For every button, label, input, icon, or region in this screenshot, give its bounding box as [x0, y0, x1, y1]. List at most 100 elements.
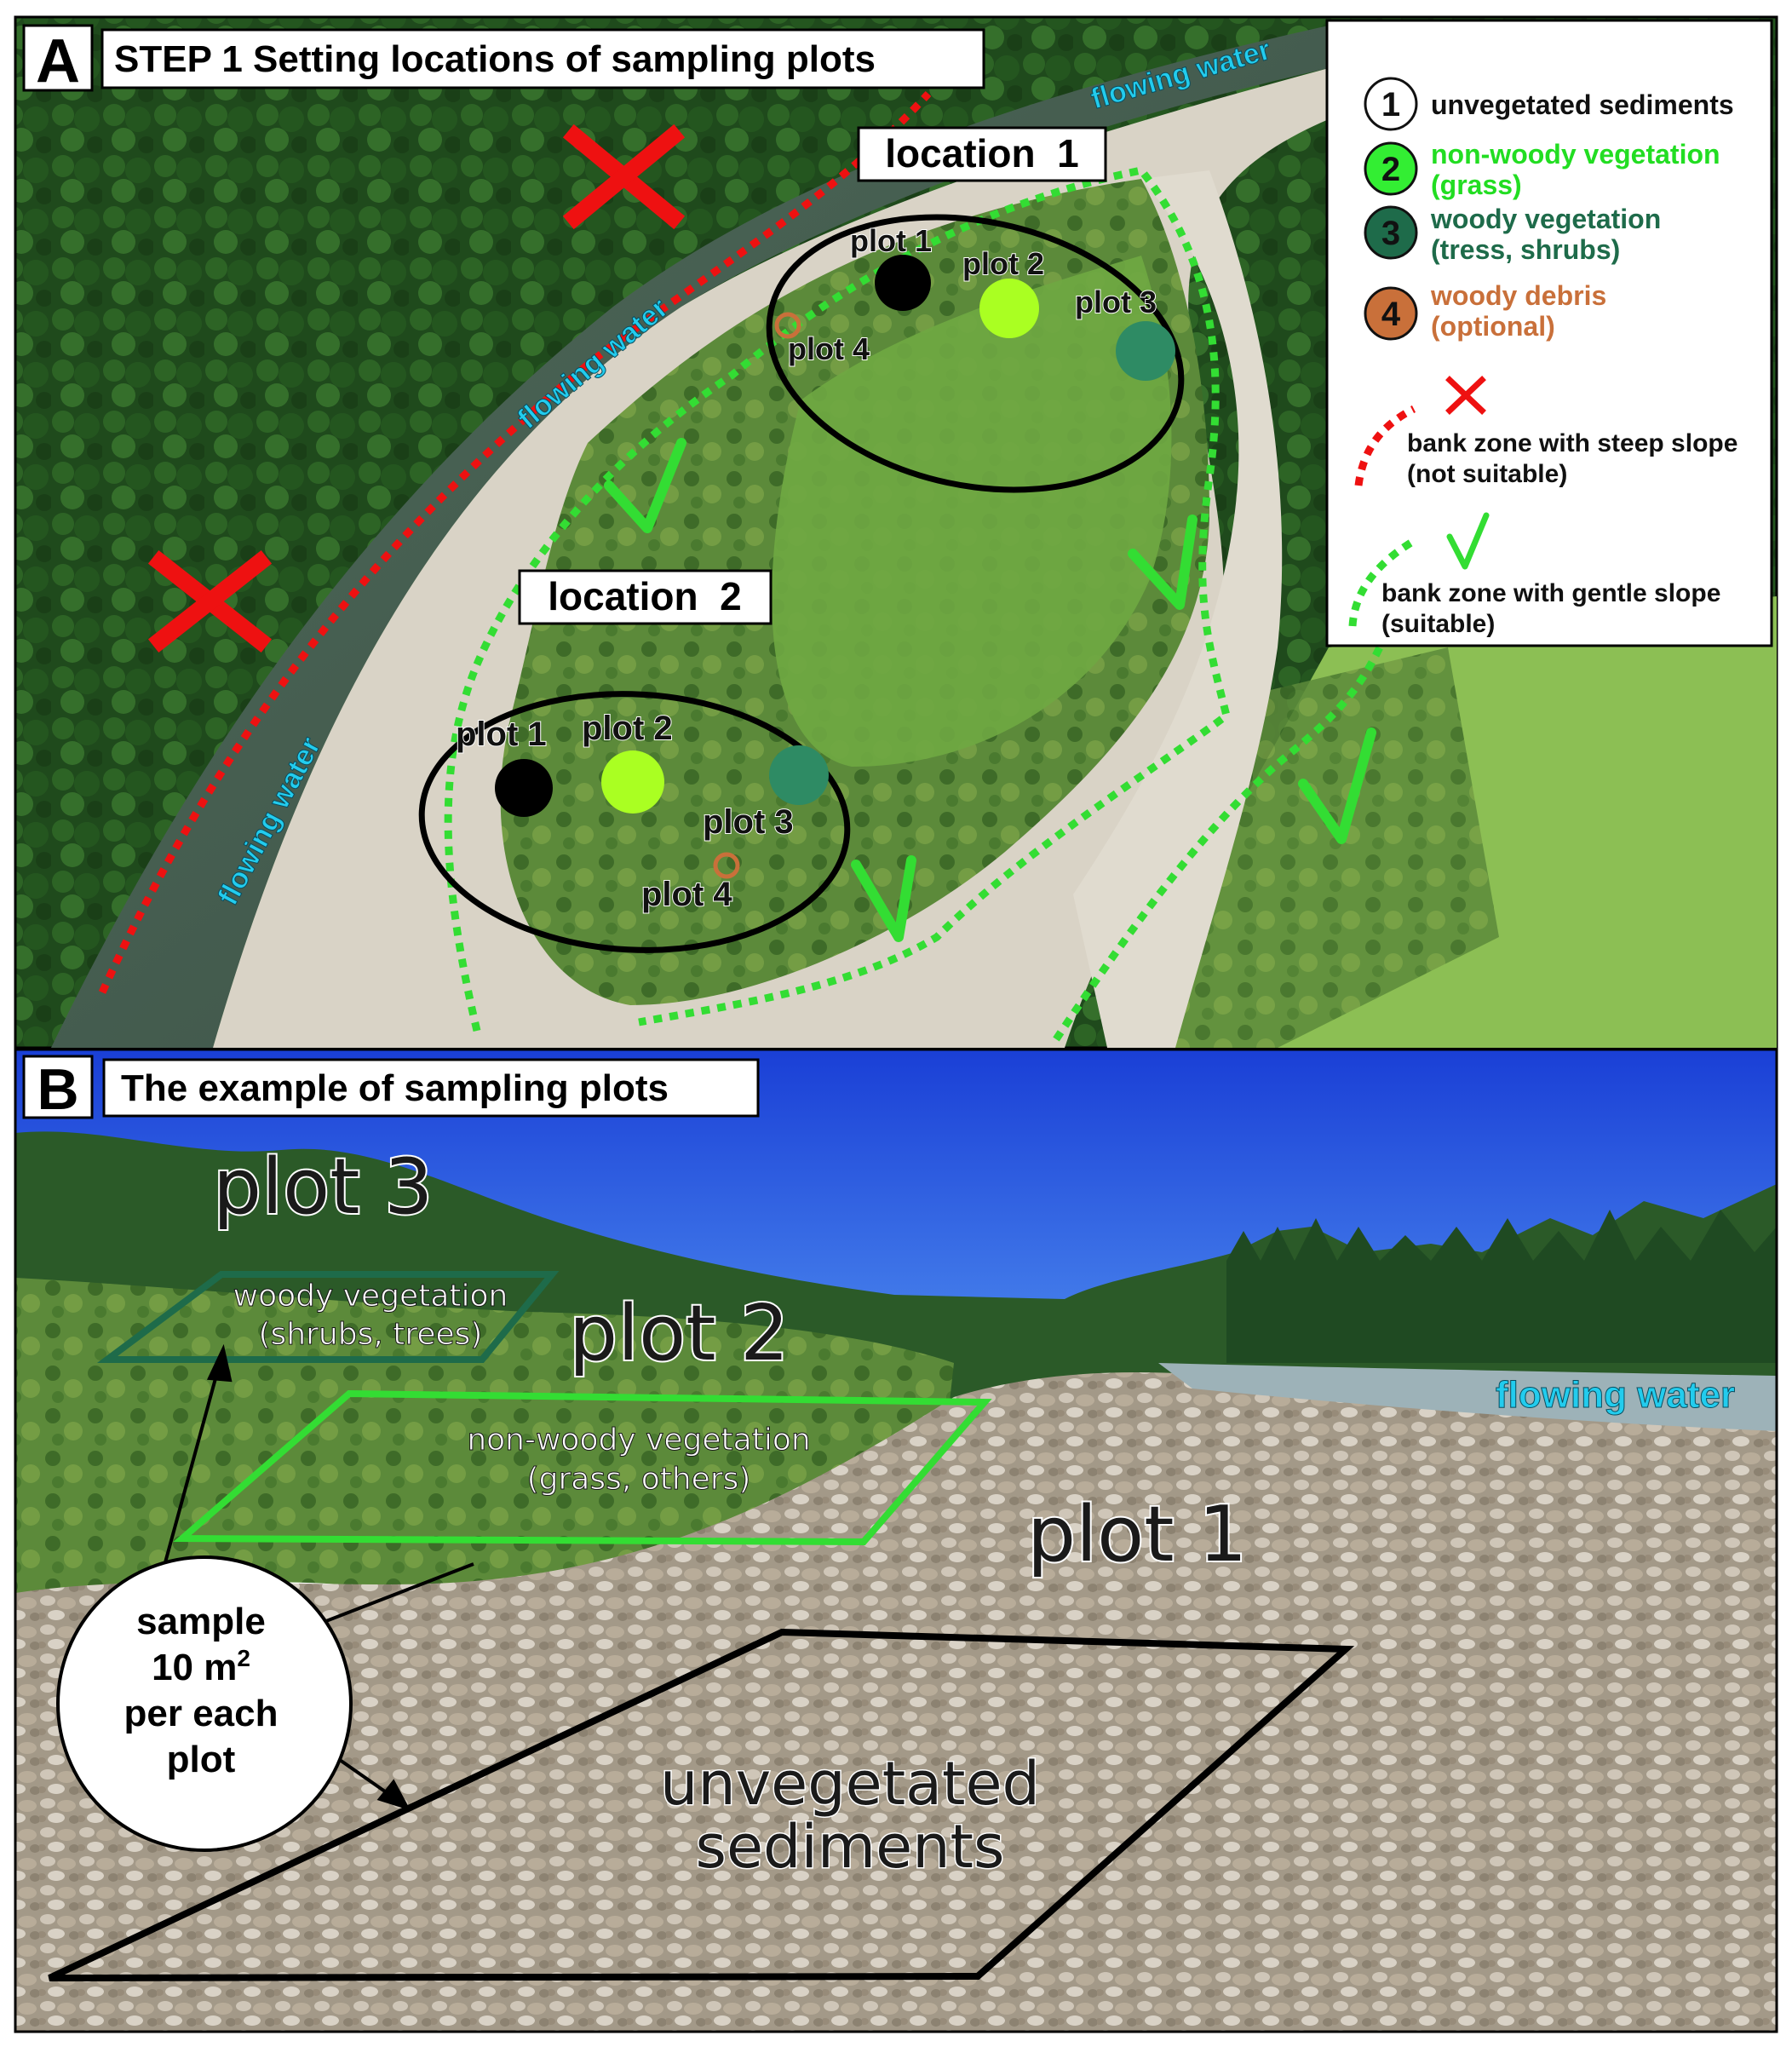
sample-callout-line1: sample	[136, 1601, 266, 1642]
location-2-plot-2-marker	[601, 750, 664, 814]
sample-callout: sample 10 m2 per each plot	[56, 1555, 353, 1852]
pointer-to-plot-2	[314, 1562, 474, 1627]
legend-unsuitable-line	[1354, 405, 1416, 486]
panel-b-conifers	[1226, 1210, 1777, 1363]
sample-callout-line3: per each	[124, 1693, 279, 1734]
panel-a-letter-box	[22, 24, 94, 92]
legend-item-3-marker	[1364, 205, 1418, 260]
sample-callout-area: 10 m	[152, 1647, 237, 1688]
panel-a-title: STEP 1 Setting locations of sampling plo…	[114, 38, 876, 80]
legend-item-1-number: 1	[1381, 86, 1400, 124]
plot-3-desc-line2: (shrubs, trees)	[259, 1317, 483, 1352]
legend-suitable-check-icon	[1446, 512, 1490, 570]
legend-suitable: bank zone with gentle slope (suitable)	[1348, 512, 1720, 638]
legend: 1 unvegetated sediments 2 non-woody vege…	[1325, 19, 1773, 647]
panel-b-letter: B	[37, 1057, 78, 1122]
location-1-plot-4-label: plot 4	[788, 331, 870, 366]
legend-item-3-line1: woody vegetation	[1430, 204, 1661, 234]
location-1-label-box	[857, 126, 1107, 182]
plot-3-title: plot 3	[213, 1142, 433, 1232]
gravel-strip	[1073, 170, 1283, 1048]
panel-b: plot 3 plot 2 plot 1 woody vegetation (s…	[14, 1048, 1778, 2033]
check-mark-2	[1128, 515, 1198, 610]
legend-unsuitable: bank zone with steep slope (not suitable…	[1354, 376, 1737, 488]
plot-3-polygon	[96, 1271, 560, 1363]
panel-a: flowing water flowing water flowing wate…	[14, 15, 1778, 1049]
legend-item-2-marker	[1364, 141, 1418, 196]
river	[51, 26, 1329, 1048]
check-mark-1	[604, 438, 686, 533]
legend-unsuitable-line1: bank zone with steep slope	[1407, 429, 1737, 457]
location-2-plot-1-marker	[495, 759, 553, 817]
plot-1-desc-line1: unvegetated	[660, 1749, 1040, 1819]
island-inner-grass	[772, 256, 1172, 767]
legend-item-4-line2: (optional)	[1431, 311, 1555, 342]
legend-item-2: 2 non-woody vegetation (grass)	[1364, 139, 1720, 200]
legend-unsuitable-x-icon	[1445, 376, 1486, 415]
plot-2-polygon	[173, 1389, 992, 1546]
legend-unsuitable-line2: (not suitable)	[1407, 460, 1567, 488]
legend-item-2-number: 2	[1381, 151, 1400, 188]
location-1-plot-3-marker	[1116, 321, 1175, 381]
plot-2-desc-line2: (grass, others)	[527, 1462, 751, 1497]
legend-item-4-marker	[1364, 286, 1418, 341]
pointer-to-plot-1-head	[376, 1779, 411, 1811]
panel-b-gravel	[15, 1372, 1777, 2032]
plot-2-title: plot 2	[569, 1289, 789, 1378]
panel-b-title: The example of sampling plots	[121, 1067, 669, 1109]
panel-b-title-box	[102, 1058, 760, 1118]
location-2: location 2 plot 1 plot 2 plot 3 plot 4	[418, 569, 851, 953]
location-2-plot-3-label: plot 3	[703, 803, 794, 841]
location-1-plot-4-marker	[774, 312, 801, 339]
sample-callout-line4: plot	[167, 1739, 236, 1780]
location-2-plot-1-label: plot 1	[456, 716, 547, 753]
legend-item-3-line2: (tress, shrubs)	[1431, 234, 1620, 265]
location-1-plot-1-label: plot 1	[850, 223, 932, 258]
location-2-plot-4-marker	[713, 852, 740, 879]
location-1-plot-3-label: plot 3	[1075, 285, 1157, 319]
unsuitable-x-mark-2	[147, 549, 273, 653]
location-1-plot-2-marker	[979, 279, 1039, 338]
legend-item-4: 4 woody debris (optional)	[1364, 280, 1606, 342]
location-1-plot-1-marker	[875, 255, 931, 311]
legend-item-3: 3 woody vegetation (tress, shrubs)	[1364, 204, 1661, 265]
location-1: location 1 plot 1 plot 2 plot 3 plot 4	[766, 126, 1185, 493]
location-2-plot-2-label: plot 2	[582, 710, 673, 747]
location-2-label-box	[518, 569, 773, 625]
pointer-to-plot-3-head	[206, 1343, 233, 1383]
sample-callout-circle	[56, 1555, 353, 1852]
plot-2-desc-line1: non-woody vegetation	[467, 1423, 810, 1458]
plot-1-polygon	[48, 1628, 1355, 1981]
unsuitable-x-mark-1	[562, 124, 686, 230]
legend-item-1-marker	[1364, 77, 1418, 131]
location-2-plot-4-label: plot 4	[641, 876, 732, 913]
legend-item-2-line1: non-woody vegetation	[1431, 139, 1720, 170]
panel-b-letter-box	[22, 1055, 94, 1119]
location-1-label: location 1	[885, 131, 1078, 175]
unsuitable-bank-line	[98, 90, 932, 994]
location-2-ellipse	[418, 691, 851, 953]
sample-callout-sup: 2	[237, 1645, 250, 1671]
sample-callout-line2: 10 m2	[152, 1645, 250, 1688]
location-2-plot-3-marker	[769, 745, 829, 805]
legend-suitable-line1: bank zone with gentle slope	[1381, 579, 1720, 607]
check-mark-4	[1298, 727, 1376, 844]
legend-suitable-line2: (suitable)	[1381, 610, 1495, 638]
legend-item-4-line1: woody debris	[1430, 280, 1606, 311]
location-2-label: location 2	[548, 574, 741, 618]
plot-1-desc-line2: sediments	[696, 1812, 1005, 1882]
water-label-b: flowing water	[1496, 1374, 1735, 1416]
legend-item-1: 1 unvegetated sediments	[1364, 77, 1734, 131]
check-mark-3	[851, 855, 916, 942]
location-1-plot-2-label: plot 2	[962, 246, 1044, 281]
panel-a-letter: A	[36, 27, 80, 95]
suitable-bank-line-island	[444, 166, 1232, 1032]
plot-1-title: plot 1	[1027, 1490, 1247, 1579]
legend-item-1-line1: unvegetated sediments	[1431, 89, 1734, 120]
panel-b-frame	[14, 1048, 1778, 2033]
location-1-ellipse	[766, 214, 1185, 493]
legend-item-3-number: 3	[1381, 215, 1400, 252]
legend-item-2-line2: (grass)	[1431, 170, 1522, 200]
panel-b-river	[1158, 1363, 1777, 1431]
